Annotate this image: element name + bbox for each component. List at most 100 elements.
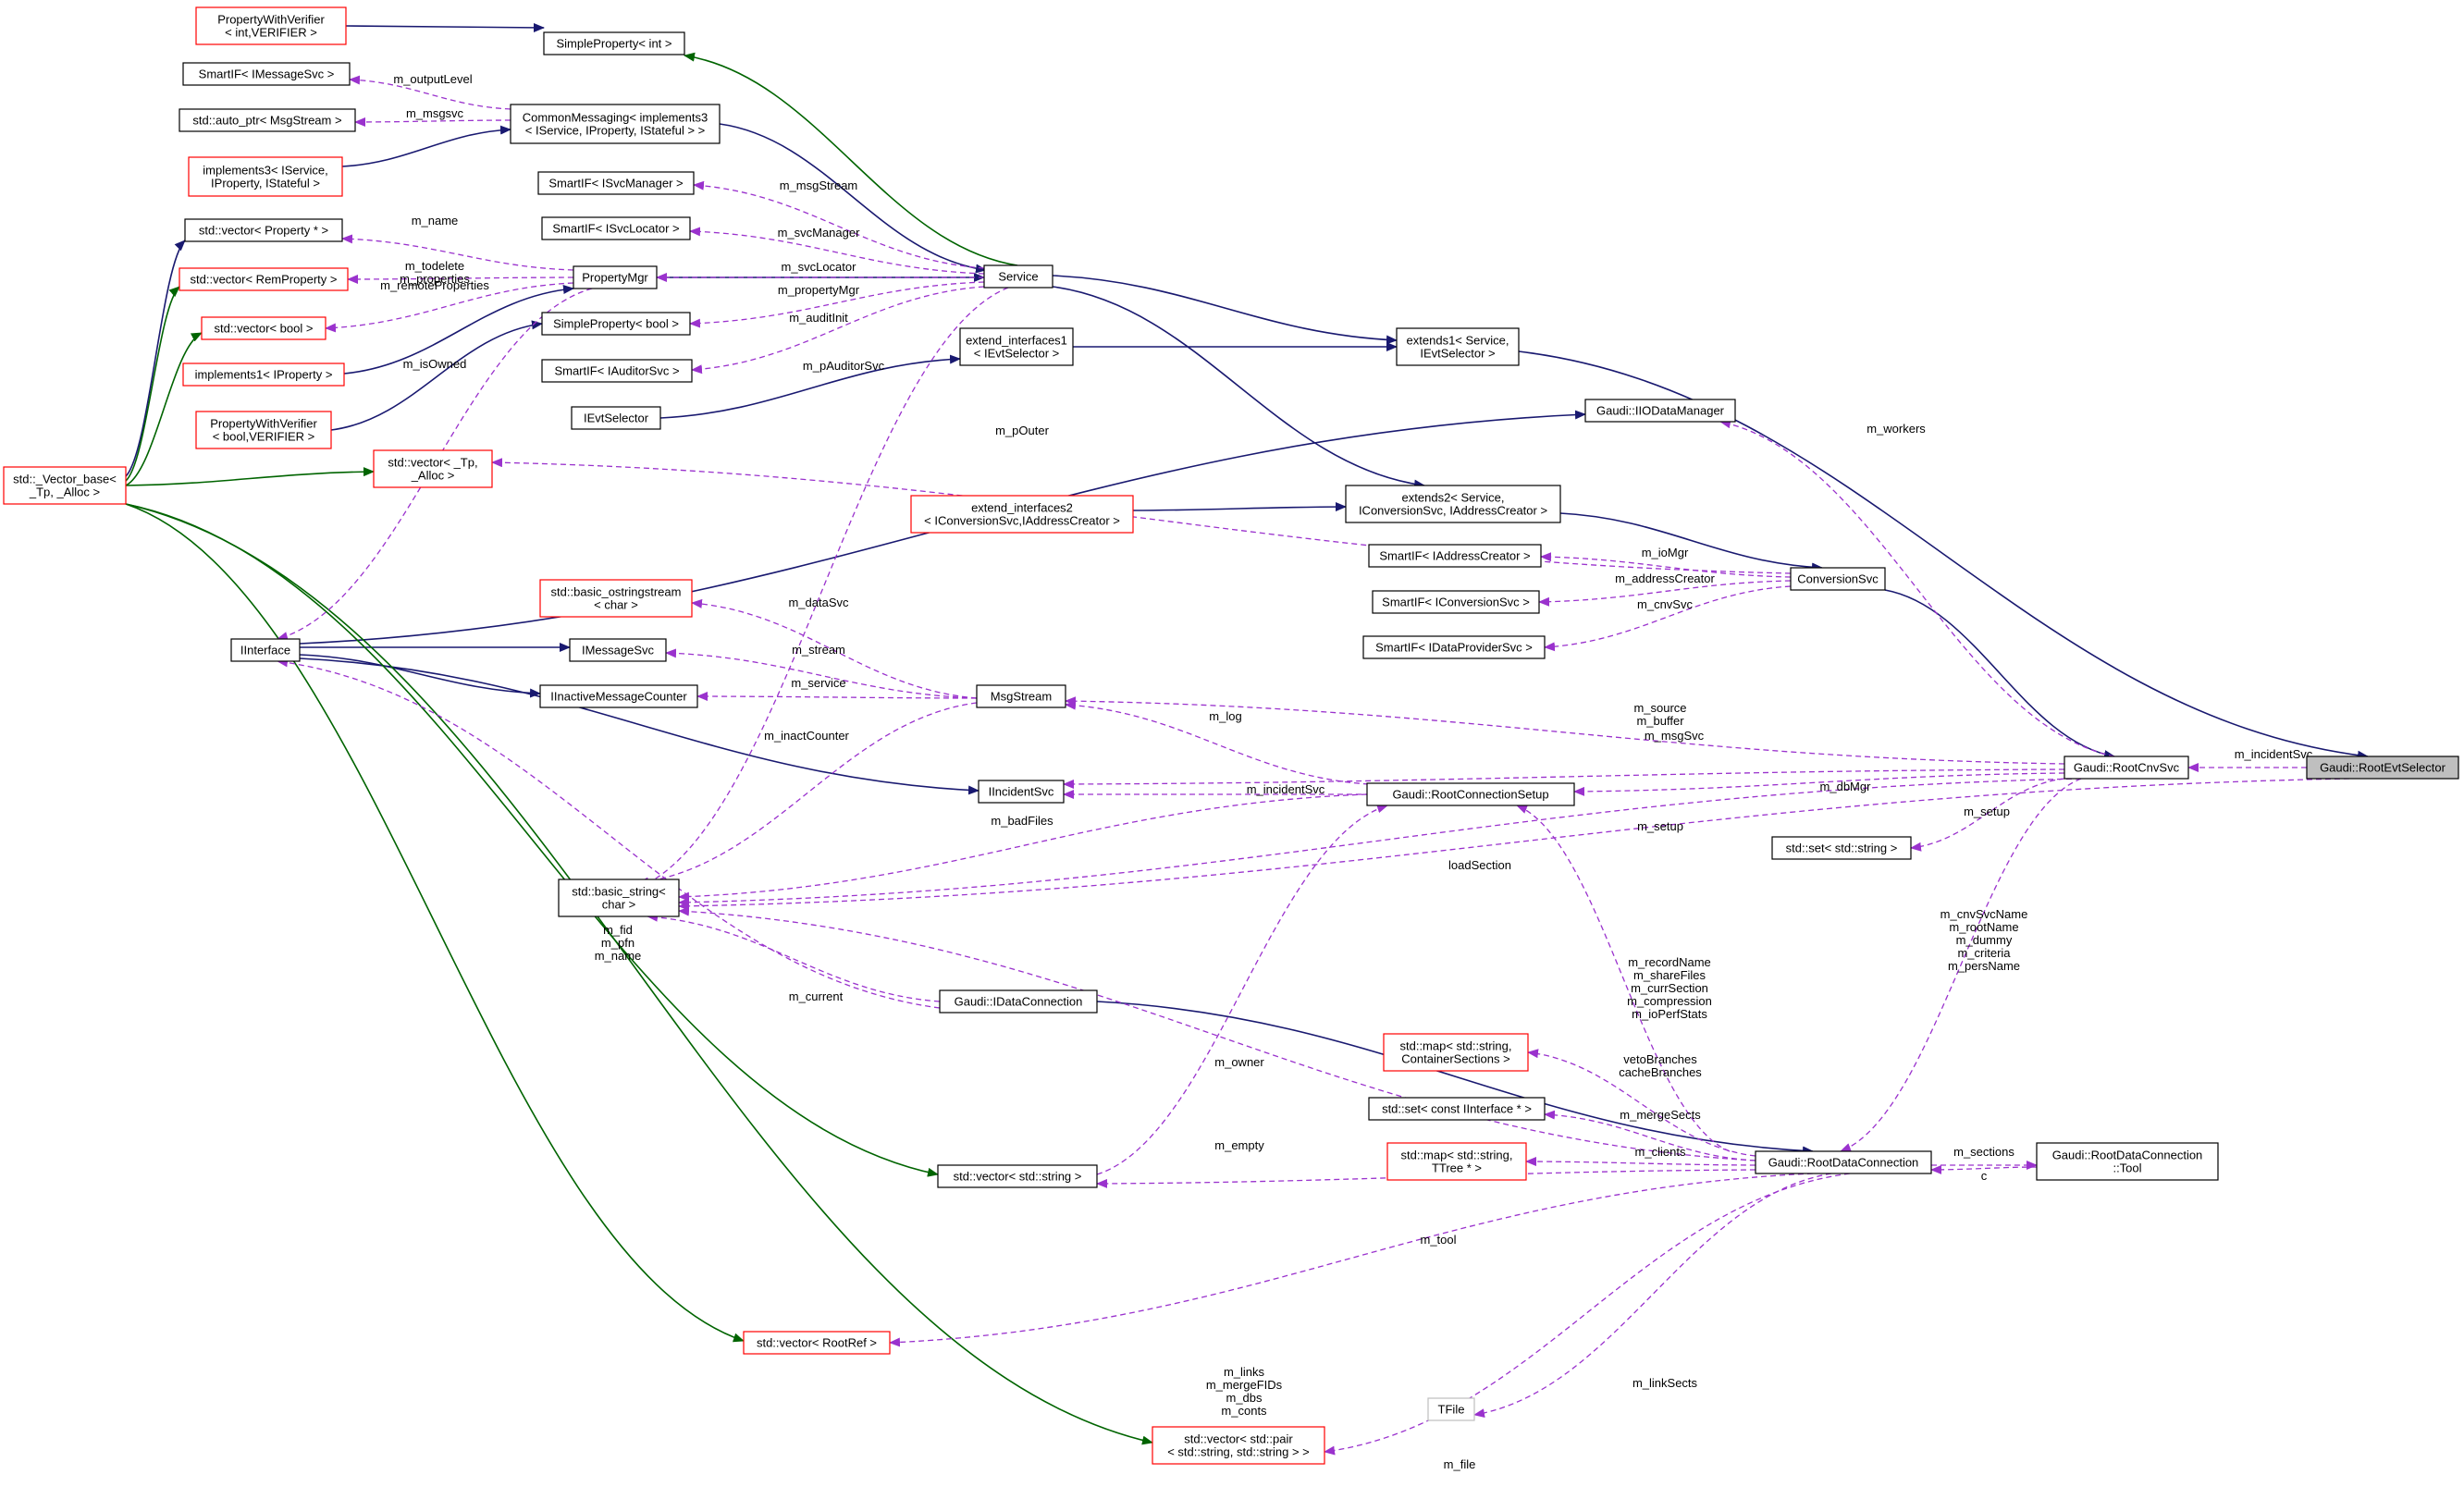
node-sif_msgsvc[interactable]: SmartIF< IMessageSvc > (182, 62, 351, 86)
node-ievtsel[interactable]: IEvtSelector (571, 406, 661, 430)
edge-vec_base-to-vec_pair (684, 52, 1018, 266)
node-convsvc[interactable]: ConversionSvc (1790, 567, 1886, 591)
node-label-rdc: Gaudi::RootDataConnection (1768, 1156, 1919, 1170)
node-rcsetup[interactable]: Gaudi::RootConnectionSetup (1366, 782, 1575, 806)
node-label-iincident: IIncidentSvc (989, 785, 1054, 799)
node-pwv_int[interactable]: PropertyWithVerifier< int,VERIFIER > (195, 6, 347, 45)
node-box-sp_int (543, 31, 685, 55)
node-box-vec_pair (1152, 1426, 1325, 1465)
node-iincident[interactable]: IIncidentSvc (978, 780, 1065, 804)
node-vec_str[interactable]: std::vector< std::string > (937, 1164, 1098, 1188)
node-label-rootevtsel: Gaudi::RootEvtSelector (2320, 761, 2446, 775)
edge-basic_str-to-rootcnvsvc (678, 778, 2350, 911)
node-sif_addr[interactable]: SmartIF< IAddressCreator > (1368, 544, 1542, 568)
node-sif_svcloc[interactable]: SmartIF< ISvcLocator > (541, 216, 691, 240)
edge-sp_int-to-service (349, 75, 511, 110)
node-box-set_str (1771, 836, 1912, 860)
node-sif_conv[interactable]: SmartIF< IConversionSvc > (1372, 590, 1540, 614)
node-impl3[interactable]: implements3< IService,IProperty, IStatef… (188, 156, 343, 197)
node-box-vec_str (937, 1164, 1098, 1188)
node-basic_oss[interactable]: std::basic_ostringstream< char > (539, 579, 693, 618)
node-box-basic_oss (539, 579, 693, 618)
node-vec_tp[interactable]: std::vector< _Tp,_Alloc > (373, 449, 493, 488)
edge-label-iincident-to-rootcnvsvc: m_incidentSvc (1247, 782, 1325, 796)
edge-label-map_tree-to-rdc: m_sections (1953, 1145, 2014, 1159)
node-box-rcsetup (1366, 782, 1575, 806)
edge-rcsetup-to-rdc (1910, 778, 2065, 852)
node-tfile[interactable]: TFile (1427, 1397, 1475, 1421)
node-set_str[interactable]: std::set< std::string > (1771, 836, 1912, 860)
node-box-rdc_tool (2036, 1142, 2219, 1181)
node-box-imsgsvc (569, 638, 667, 662)
node-label-vec_prop: std::vector< Property * > (199, 224, 328, 238)
node-vec_base[interactable]: std::_Vector_base<_Tp, _Alloc > (3, 466, 127, 505)
node-iinterface[interactable]: IInterface (230, 638, 301, 662)
node-pwv_bool[interactable]: PropertyWithVerifier< bool,VERIFIER > (195, 411, 332, 449)
node-label-sif_msgsvc: SmartIF< IMessageSvc > (199, 68, 335, 81)
node-iinactive[interactable]: IInactiveMessageCounter (539, 684, 698, 708)
node-ext_if1[interactable]: extend_interfaces1< IEvtSelector > (959, 327, 1074, 366)
nodes-layer: PropertyWithVerifier< int,VERIFIER > Simp… (3, 6, 2459, 1465)
edge-label-sif_auditor-to-service: m_pAuditorSvc (803, 359, 885, 373)
node-imsgsvc[interactable]: IMessageSvc (569, 638, 667, 662)
node-vec_prop[interactable]: std::vector< Property * > (184, 218, 343, 242)
node-ext1[interactable]: extends1< Service,IEvtSelector > (1396, 327, 1520, 366)
node-box-ext2 (1345, 485, 1561, 523)
node-label-iiodm: Gaudi::IIODataManager (1596, 404, 1725, 418)
node-label-ext_if2: extend_interfaces2< IConversionSvc,IAddr… (924, 501, 1120, 528)
node-label-iinterface: IInterface (240, 644, 290, 657)
edge-basic_str-to-rootevtsel (1840, 778, 2082, 1152)
node-set_iif[interactable]: std::set< const IInterface * > (1368, 1097, 1546, 1121)
node-map_cs[interactable]: std::map< std::string,ContainerSections … (1383, 1033, 1529, 1072)
node-label-vec_str: std::vector< std::string > (954, 1170, 1082, 1184)
edge-label-basic_str-to-service: m_name (412, 214, 459, 227)
node-rdc[interactable]: Gaudi::RootDataConnection (1755, 1150, 1932, 1174)
node-sp_bool[interactable]: SimpleProperty< bool > (541, 312, 691, 336)
node-commonmsg[interactable]: CommonMessaging< implements3< IService, … (510, 104, 721, 144)
edge-label-sp_int-to-service: m_outputLevel (393, 72, 472, 86)
edge-iinterface-to-imsgsvc (299, 654, 541, 698)
edge-ievtsel-to-ext_if1 (659, 354, 961, 419)
node-iiodm[interactable]: Gaudi::IIODataManager (1584, 399, 1736, 423)
node-box-tfile (1427, 1397, 1475, 1421)
node-box-ievtsel (571, 406, 661, 430)
edge-label-rcsetup-to-rdc: m_setup (1964, 805, 2010, 818)
node-sp_int[interactable]: SimpleProperty< int > (543, 31, 685, 55)
node-box-service (983, 264, 1053, 289)
node-label-tfile: TFile (1438, 1403, 1465, 1417)
node-box-set_iif (1368, 1097, 1546, 1121)
node-propmgr[interactable]: PropertyMgr (573, 265, 658, 289)
node-ext2[interactable]: extends2< Service,IConversionSvc, IAddre… (1345, 485, 1561, 523)
node-vec_rootref[interactable]: std::vector< RootRef > (743, 1331, 891, 1355)
node-idataconn[interactable]: Gaudi::IDataConnection (939, 989, 1098, 1014)
node-label-map_cs: std::map< std::string,ContainerSections … (1399, 1039, 1511, 1066)
node-impl1[interactable]: implements1< IProperty > (182, 362, 345, 387)
node-autoptr[interactable]: std::auto_ptr< MsgStream > (179, 108, 356, 132)
node-basic_str[interactable]: std::basic_string<char > (558, 879, 680, 917)
node-ext_if2[interactable]: extend_interfaces2< IConversionSvc,IAddr… (910, 495, 1134, 534)
node-vec_remprop[interactable]: std::vector< RemProperty > (179, 267, 349, 291)
node-label-basic_str: std::basic_string<char > (572, 885, 666, 912)
node-sif_svcmgr[interactable]: SmartIF< ISvcManager > (537, 171, 695, 195)
edge-sp_bool-to-service (691, 286, 985, 375)
node-msgstream[interactable]: MsgStream (976, 684, 1066, 708)
node-box-vec_prop (184, 218, 343, 242)
node-sif_auditor[interactable]: SmartIF< IAuditorSvc > (541, 359, 693, 383)
edge-propmgr-to-service (689, 281, 985, 328)
node-label-sif_svcloc: SmartIF< ISvcLocator > (552, 222, 679, 236)
node-box-vec_tp (373, 449, 493, 488)
edge-set_iif-to-rdc (1525, 1157, 1756, 1167)
node-label-vec_rootref: std::vector< RootRef > (757, 1336, 877, 1350)
node-sif_dps[interactable]: SmartIF< IDataProviderSvc > (1362, 635, 1546, 659)
node-vec_pair[interactable]: std::vector< std::pair< std::string, std… (1152, 1426, 1325, 1465)
edge-basic_str-to-rcsetup (678, 778, 2082, 907)
node-rdc_tool[interactable]: Gaudi::RootDataConnection::Tool (2036, 1142, 2219, 1181)
node-service[interactable]: Service (983, 264, 1053, 289)
node-rootcnvsvc[interactable]: Gaudi::RootCnvSvc (2064, 756, 2189, 780)
node-rootevtsel[interactable]: Gaudi::RootEvtSelector (2306, 756, 2459, 780)
node-map_tree[interactable]: std::map< std::string,TTree * > (1386, 1142, 1527, 1181)
node-vec_bool[interactable]: std::vector< bool > (201, 316, 326, 340)
edge-vec_base-to-vec_prop (125, 286, 180, 482)
edge-vec_base-to-vec_str (125, 503, 745, 1343)
